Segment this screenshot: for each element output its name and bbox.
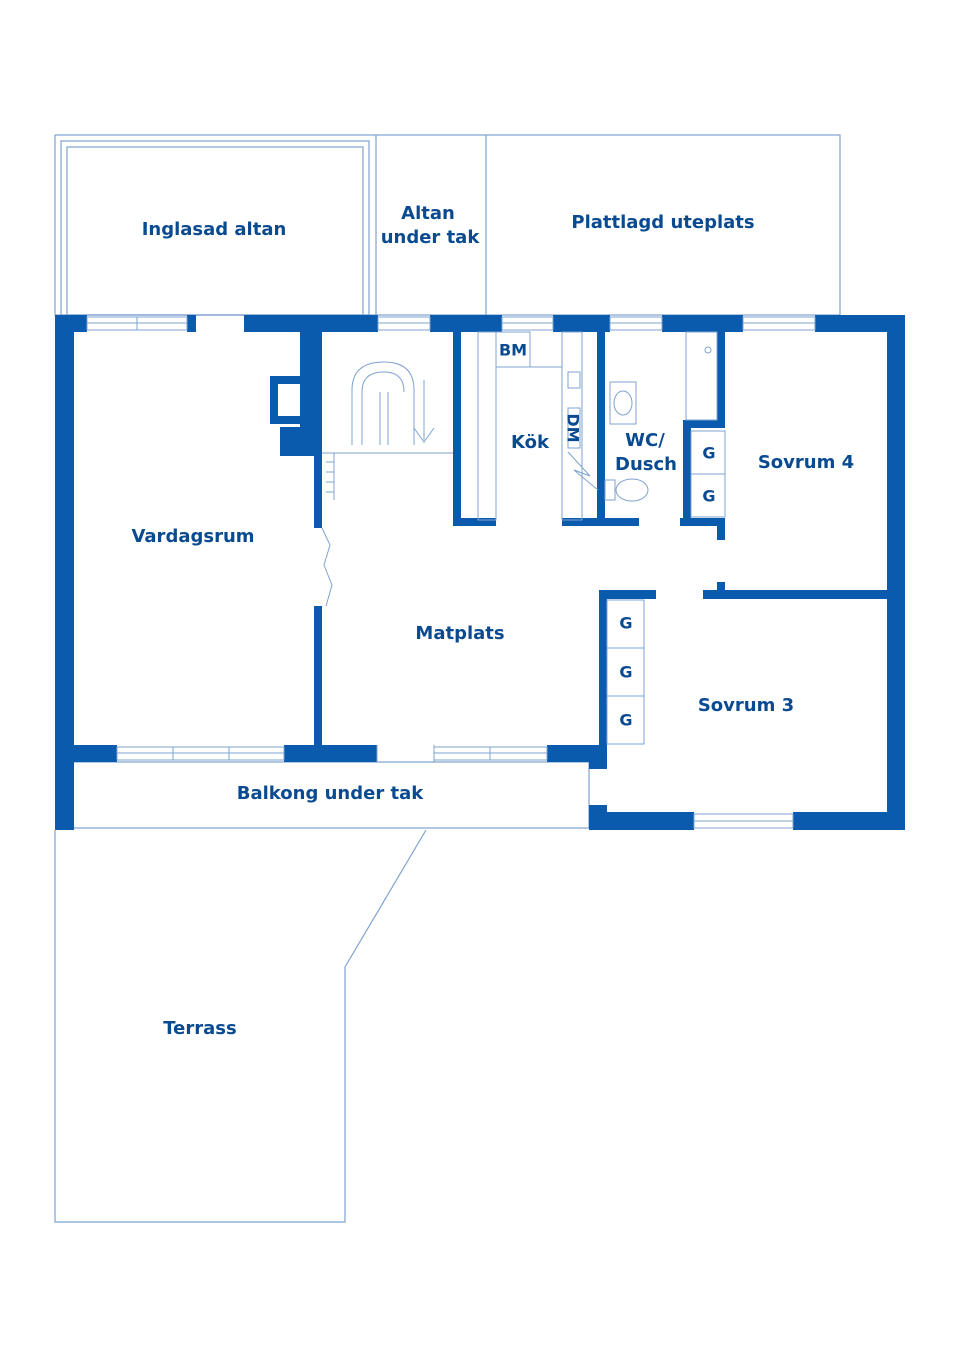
room-labels: Inglasad altan Altan under tak Plattlagd…	[131, 203, 854, 1039]
label-sovrum-4: Sovrum 4	[758, 452, 854, 473]
label-bm: BM	[499, 341, 527, 360]
windows	[86, 316, 816, 829]
label-terrass: Terrass	[163, 1018, 236, 1039]
label-wardrobe-g: G	[619, 614, 632, 633]
label-dm: DM	[564, 413, 583, 442]
label-kok: Kök	[511, 432, 550, 453]
label-plattlagd-uteplats: Plattlagd uteplats	[571, 212, 754, 233]
label-vardagsrum: Vardagsrum	[131, 526, 254, 547]
interior-details	[321, 331, 726, 745]
label-wardrobe-g: G	[702, 487, 715, 506]
label-wc-dusch-line2: Dusch	[615, 454, 677, 475]
label-wardrobe-g: G	[619, 711, 632, 730]
outdoor-outlines	[54, 134, 841, 1223]
label-wardrobe-g: G	[619, 663, 632, 682]
label-altan-under-tak-line1: Altan	[401, 203, 455, 224]
fixture-labels: BM DM G G G G G	[499, 341, 716, 730]
label-sovrum-3: Sovrum 3	[698, 695, 794, 716]
label-matplats: Matplats	[415, 623, 504, 644]
walls	[55, 315, 905, 830]
label-balkong-under-tak: Balkong under tak	[237, 783, 424, 804]
label-inglasad-altan: Inglasad altan	[142, 219, 287, 240]
label-altan-under-tak-line2: under tak	[381, 227, 481, 248]
label-wardrobe-g: G	[702, 444, 715, 463]
label-wc-dusch-line1: WC/	[625, 430, 665, 451]
